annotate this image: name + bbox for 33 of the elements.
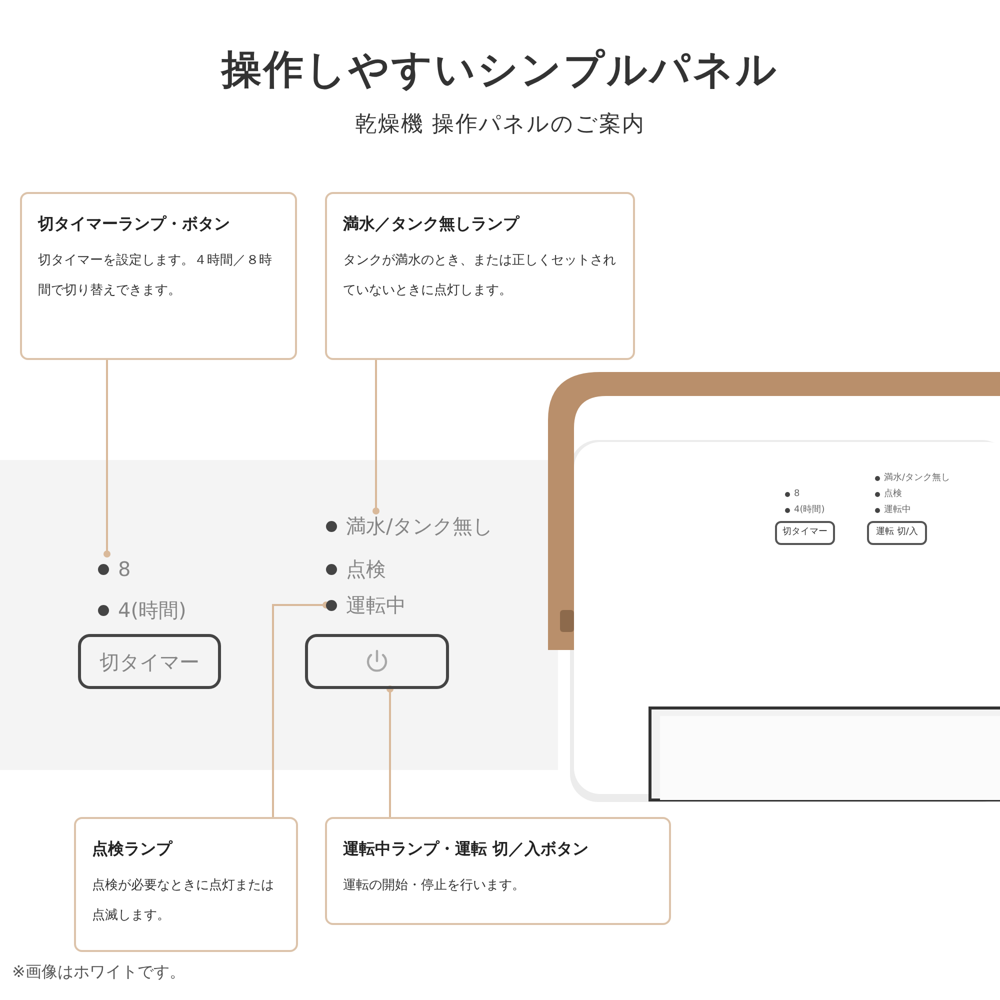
callout-text: 運転の開始・停止を行います。 [343,877,526,895]
lamp-label: 8 [794,488,800,501]
callout-box [325,192,635,360]
lamp-label: 運転中 [884,504,911,517]
lamp-label: 満水/タンク無し [346,513,493,540]
note: ※画像はホワイトです。 [12,961,186,983]
callout-box [325,817,671,925]
lamp-label: 8 [118,556,131,583]
callout-title: 満水／タンク無しランプ [343,213,521,235]
callout-text: 切タイマーを設定します。４時間／８時間で切り替えできます。 [38,252,273,300]
callout-box [20,192,297,360]
leader-line [372,360,380,514]
callout-text: 点検が必要なときに点灯または点滅します。 [92,877,275,925]
callout-title: 点検ランプ [92,838,174,860]
lamp-label: 点検 [346,556,386,583]
leader-line [272,602,330,817]
timer-button: 切タイマー [78,634,221,689]
lamp-label: 4(時間) [118,597,186,624]
lamp-label: 4(時間) [794,504,825,517]
callout-text: タンクが満水のとき、または正しくセットされていないときに点灯します。 [343,252,617,300]
callout-title: 運転中ランプ・運転 切／入ボタン [343,838,590,860]
lamp-label: 運転中 [346,592,406,619]
lamp-label: 点検 [884,488,902,501]
callout-title: 切タイマーランプ・ボタン [38,213,231,235]
power-button [305,634,449,689]
panel-button: 運転 切/入 [867,521,927,545]
leader-line [386,686,394,817]
title: 操作しやすいシンプルパネル [222,46,778,95]
panel-button: 切タイマー [775,521,835,545]
lamp-label: 満水/タンク無し [884,472,950,485]
leader-line [104,360,110,558]
subtitle: 乾燥機 操作パネルのご案内 [354,111,646,139]
callout-box [74,817,298,952]
